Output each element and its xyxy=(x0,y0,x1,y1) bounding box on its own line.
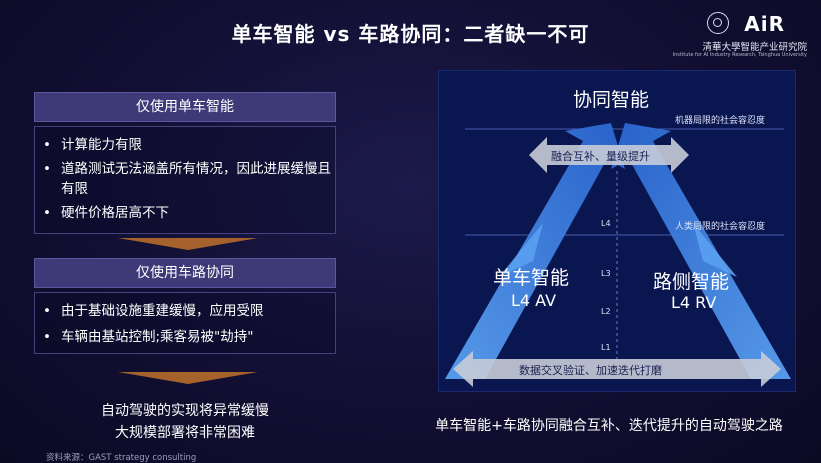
conclusion-line: 自动驾驶的实现将异常缓慢 xyxy=(101,403,269,419)
logo-brand: AiR xyxy=(744,12,785,36)
machine-tolerance-label: 机器局限的社会容忍度 xyxy=(675,116,766,126)
left-inner-arrow xyxy=(499,223,543,277)
logo-org-name-en: Institute for AI Industry Research, Tsin… xyxy=(672,52,807,58)
page-title: 单车智能 vs 车路协同：二者缺一不可 xyxy=(231,22,590,46)
chevron-down-icon xyxy=(118,238,258,250)
right-inner-arrow xyxy=(693,223,737,277)
human-tolerance-label: 人类局限的社会容忍度 xyxy=(675,222,766,232)
university-seal-icon xyxy=(707,12,729,34)
source-note: 资料来源：GAST strategy consulting xyxy=(46,453,197,463)
box-vehicle-only-body: •计算能力有限 •道路测试无法涵盖所有情况，因此进展缓慢且有限 •硬件价格居高不… xyxy=(34,126,336,234)
left-node-label: 单车智能 xyxy=(493,267,570,289)
bottom-double-arrow xyxy=(453,351,781,387)
top-node-label: 协同智能 xyxy=(573,89,650,111)
top-double-arrow xyxy=(529,137,689,173)
bottom-arrow-label: 数据交叉验证、加速迭代打磨 xyxy=(519,364,662,377)
logo: AiR 清華大學智能产业研究院 Institute for AI Industr… xyxy=(673,10,807,60)
diagram-panel: 协同智能 机器局限的社会容忍度 人类局限的社会容忍度 融合互补、量级提升 单车智… xyxy=(438,70,796,392)
box-vehicle-only-title: 仅使用单车智能 xyxy=(34,92,336,122)
chevron-down-icon xyxy=(118,372,258,384)
level-tick-label: L4 xyxy=(601,219,611,228)
level-tick-label: L3 xyxy=(601,269,611,278)
diagram-caption: 单车智能+车路协同融合互补、迭代提升的自动驾驶之路 xyxy=(435,418,783,434)
right-node-level: L4 RV xyxy=(671,293,717,312)
left-node-level: L4 AV xyxy=(511,291,557,310)
conclusion-line: 大规模部署将非常困难 xyxy=(115,425,255,441)
level-tick-label: L2 xyxy=(601,307,611,316)
diagram-graphics xyxy=(445,123,791,387)
box-road-only-body: •由于基础设施重建缓慢，应用受限 •车辆由基站控制;乘客易被"劫持" xyxy=(34,292,336,354)
box-road-only-title: 仅使用车路协同 xyxy=(34,258,336,288)
top-arrow-label: 融合互补、量级提升 xyxy=(551,150,650,163)
level-tick-label: L1 xyxy=(601,343,611,352)
logo-org-name: 清華大學智能产业研究院 xyxy=(702,42,807,53)
right-node-label: 路侧智能 xyxy=(653,271,730,293)
